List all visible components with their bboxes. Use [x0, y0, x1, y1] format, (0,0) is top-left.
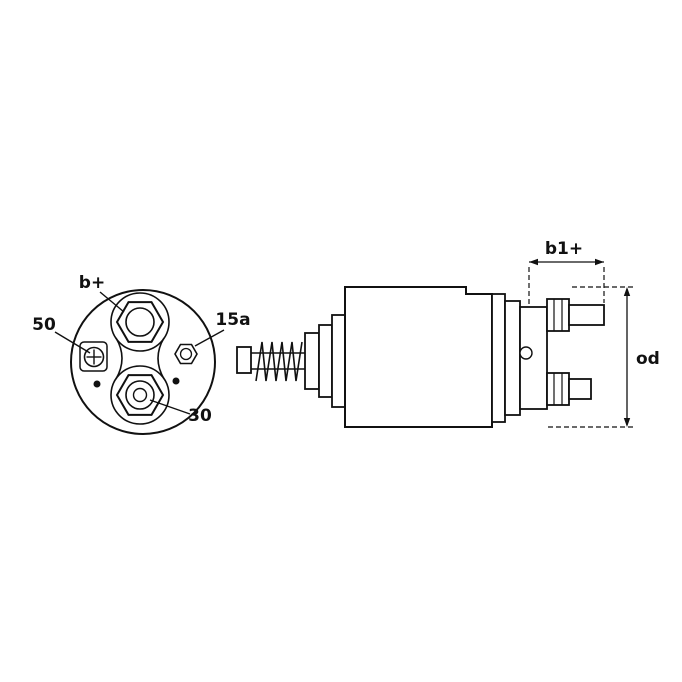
lower-nut-inner-circle — [125, 380, 155, 410]
od-arrow-bottom — [623, 418, 631, 427]
screw-plate — [79, 341, 108, 372]
leader-15a — [194, 329, 225, 347]
upper-nut-inner-circle — [125, 307, 155, 337]
b1-arrow-left — [529, 258, 538, 266]
lower-terminal-stud — [546, 372, 592, 406]
terminal-boss-hourglass — [110, 292, 170, 425]
hourglass-left-arc — [115, 337, 123, 380]
screw-head-circle — [83, 346, 105, 368]
lower-nut-stud-circle — [132, 387, 148, 403]
b1-arrow-right — [595, 258, 604, 266]
label-b1-plus: b1+ — [545, 239, 583, 259]
terminal-30-nut — [115, 374, 165, 416]
rear-flange-1 — [491, 293, 506, 423]
lower-stud-bolt — [568, 378, 592, 400]
side-view — [236, 286, 605, 428]
upper-stud-bolt — [568, 304, 605, 326]
collar-step-2 — [318, 324, 333, 398]
solenoid-housing — [344, 286, 493, 428]
lower-hex-nut — [115, 374, 165, 416]
end-view-outer-circle — [70, 289, 216, 435]
block-boss — [519, 346, 533, 360]
label-b-plus: b+ — [79, 273, 105, 293]
upper-stud-nut — [546, 298, 570, 332]
upper-hex-nut — [115, 301, 165, 343]
upper-boss-circle — [110, 292, 170, 352]
small-hex-nut — [174, 343, 198, 365]
end-view: b+ 50 15a 30 — [32, 273, 251, 435]
leader-b-plus — [99, 291, 125, 313]
leader-50 — [54, 331, 91, 354]
small-hex-inner-circle — [179, 347, 193, 361]
collar-step-1 — [304, 332, 320, 390]
dimension-od: od — [548, 286, 660, 428]
collar-step-3 — [331, 314, 346, 408]
rear-flange-2 — [504, 300, 521, 416]
terminal-50-screw — [79, 341, 108, 372]
label-od: od — [636, 349, 660, 369]
label-50: 50 — [32, 315, 56, 335]
od-arrow-top — [623, 287, 631, 296]
lower-stud-nut — [546, 372, 570, 406]
leader-30 — [149, 399, 191, 415]
plunger-tip — [236, 346, 252, 374]
upper-terminal-stud — [546, 298, 605, 332]
dimension-b1-plus: b1+ — [528, 239, 605, 305]
terminal-b-plus-nut — [115, 301, 165, 343]
terminal-15a-hex — [174, 343, 198, 365]
label-30: 30 — [188, 406, 212, 426]
label-15a: 15a — [215, 310, 250, 330]
rivet-dot-left — [93, 380, 101, 388]
hourglass-right-arc — [157, 337, 165, 380]
return-spring — [255, 341, 303, 382]
rivet-dot-right — [172, 377, 180, 385]
dimensions: b1+ od — [528, 239, 660, 428]
lower-boss-circle — [110, 365, 170, 425]
